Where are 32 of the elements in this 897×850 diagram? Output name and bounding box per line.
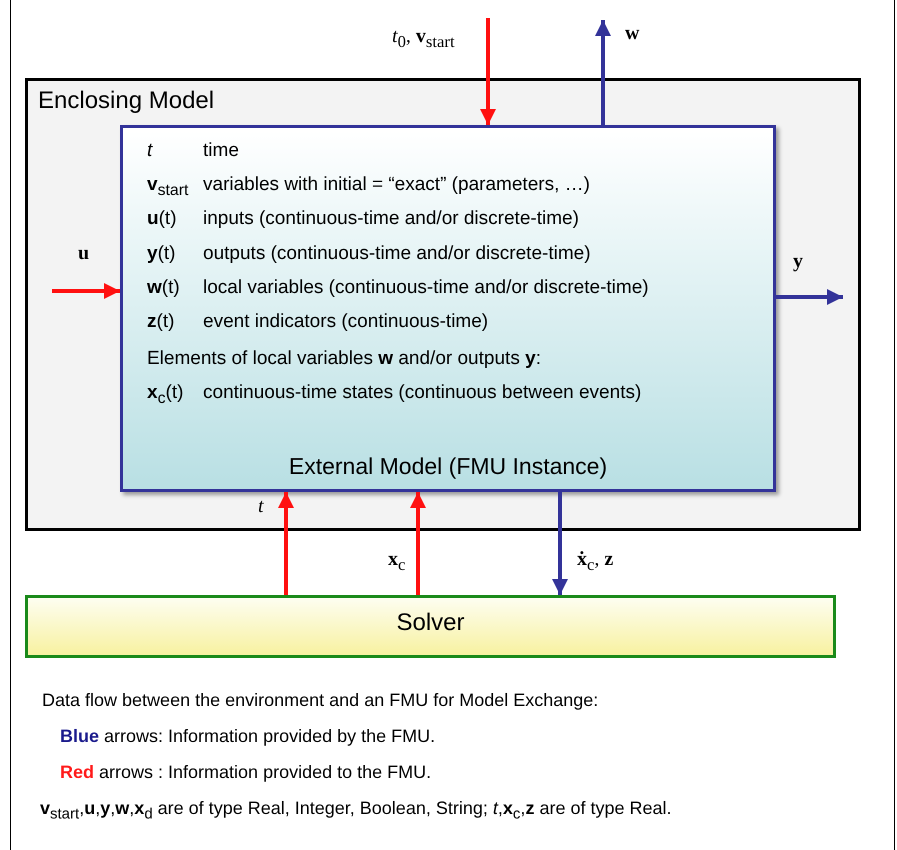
definition-row: t time — [147, 140, 239, 162]
model-box — [120, 125, 776, 492]
edge-label: u — [78, 242, 90, 265]
box-title: Enclosing Model — [38, 87, 214, 115]
arrow — [595, 20, 611, 125]
edge-label: ẋ$_{c}$, z — [577, 548, 614, 575]
note-text: v$_{start}$,u,y,w,x$_{d}$ are of type Real, Integer, Boolean, String; t,x$_{c}$,z are of type Real. — [40, 798, 672, 823]
edge-label: w — [625, 22, 640, 45]
definition-row: v$_{start}$ variables with initial = “exact” (parameters, …) — [147, 174, 590, 200]
edge-label: x$_{c}$ — [388, 548, 406, 575]
definition-row: x$_{c}$(t) continuous-time states (continuous between events) — [147, 382, 642, 408]
arrow — [552, 492, 568, 595]
arrow — [278, 492, 294, 595]
box-title: Solver — [395, 609, 466, 637]
box-title: External Model (FMU Instance) — [288, 453, 608, 480]
solver-box — [25, 595, 836, 658]
definition-row: y(t) outputs (continuous-time and/or discrete-time) — [147, 243, 591, 265]
definition-row: w(t) local variables (continuous-time and/or discrete-time) — [147, 277, 649, 299]
definition-row: z(t) event indicators (continuous-time) — [147, 311, 488, 333]
definition-row: u(t) inputs (continuous-time and/or discrete-time) — [147, 208, 579, 230]
edge-label: y — [793, 250, 803, 273]
arrow — [52, 283, 120, 299]
arrow — [480, 18, 496, 125]
arrow — [776, 289, 843, 305]
caption-text: Data flow between the environment and an FMU for Model Exchange: — [42, 690, 598, 711]
legend-entry: Blue arrows: Information provided by the FMU. — [60, 726, 436, 747]
edge-label: t$_{0}$, v$_{start}$ — [392, 25, 455, 52]
note-text: Elements of local variables w and/or outputs y: — [147, 348, 541, 370]
legend-entry: Red arrows : Information provided to the FMU. — [60, 762, 432, 783]
arrow — [410, 492, 426, 595]
model-box — [25, 78, 861, 531]
edge-label: t — [258, 495, 264, 518]
